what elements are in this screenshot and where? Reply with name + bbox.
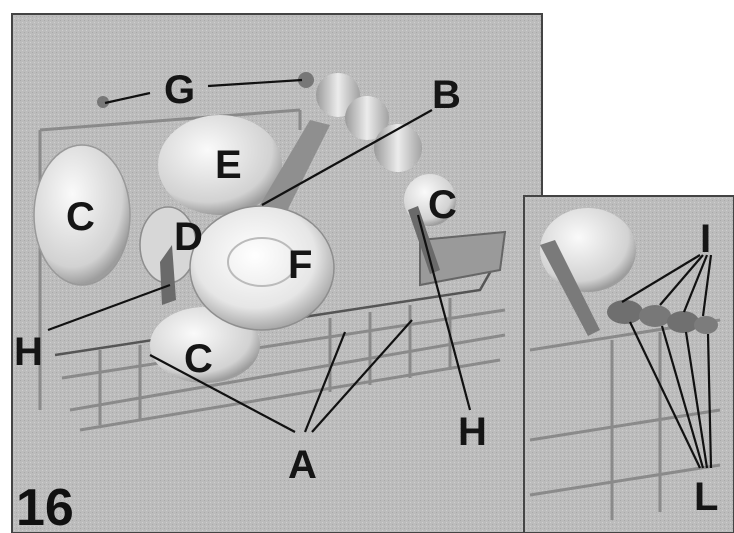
- label-a: A: [288, 443, 317, 487]
- label-f: F: [288, 243, 312, 287]
- label-c-left: C: [66, 195, 95, 239]
- holder: [694, 316, 718, 334]
- holder: [639, 305, 671, 327]
- label-h-right: H: [458, 410, 487, 454]
- holder: [607, 300, 643, 324]
- label-c-right: C: [428, 183, 457, 227]
- label-e: E: [215, 143, 242, 187]
- holder: [667, 311, 699, 333]
- label-c-lower: C: [184, 337, 213, 381]
- mug: [374, 124, 422, 172]
- label-l: L: [694, 475, 718, 519]
- label-g: G: [164, 68, 195, 112]
- main-photo-panel: G B E C D C F H C H A 16: [12, 14, 542, 533]
- label-i: I: [700, 217, 711, 261]
- label-b: B: [432, 73, 461, 117]
- label-d: D: [174, 215, 203, 259]
- label-h-left: H: [14, 330, 43, 374]
- figure-number: 16: [16, 479, 74, 533]
- inset-photo-panel: I L: [524, 196, 734, 533]
